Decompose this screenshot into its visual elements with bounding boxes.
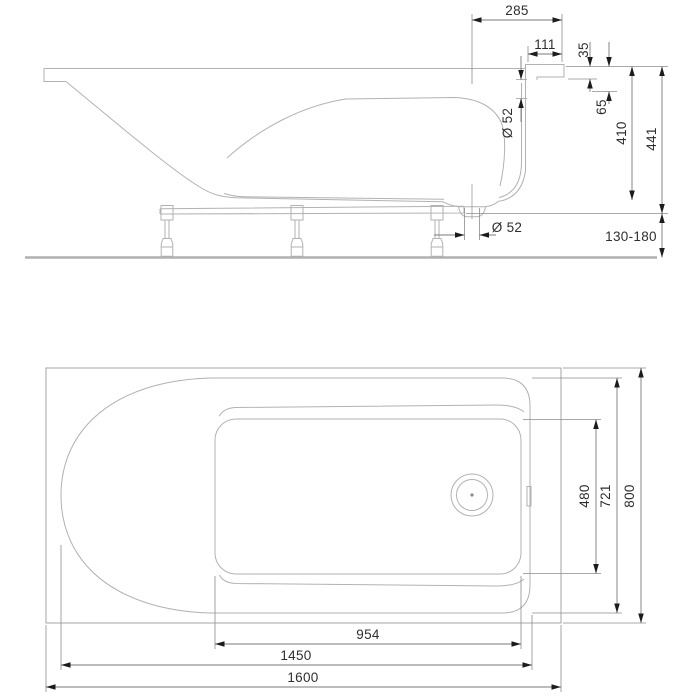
dim-label-285: 285: [505, 3, 529, 18]
dim-label-721: 721: [598, 484, 613, 508]
dim-label-1600: 1600: [287, 670, 319, 685]
leg-bracket: [430, 205, 444, 221]
side-view: [25, 14, 668, 259]
dim-label-111: 111: [534, 37, 556, 52]
leg-shaft: [434, 220, 440, 239]
plan-extension-lines: [45, 367, 646, 692]
side-dimension-lines: [434, 17, 665, 258]
dim-label-drain-diameter: Ø 52: [491, 220, 523, 235]
support-rail: [159, 205, 465, 215]
dim-label-410: 410: [614, 121, 629, 145]
inner-wall-line: [498, 83, 522, 198]
leg-bracket: [290, 205, 304, 221]
interior-rim-edge: [226, 96, 506, 187]
dim-label-feet-range: 130-180: [605, 229, 657, 244]
leg-bracket: [160, 205, 174, 221]
dim-label-overflow-diameter: Ø 52: [500, 107, 515, 139]
leg-shaft: [294, 220, 300, 239]
tub-profile: [43, 64, 565, 219]
drain-inner-circle: [456, 479, 488, 511]
dim-label-480: 480: [577, 484, 592, 508]
dim-label-35: 35: [576, 42, 591, 58]
dim-label-441: 441: [644, 127, 659, 151]
drain: [450, 473, 494, 517]
dim-label-954: 954: [356, 627, 380, 642]
plan-outer-rect: [45, 367, 562, 624]
overflow-mark: [526, 486, 532, 507]
dim-label-800: 800: [622, 484, 637, 508]
plan-view: [45, 367, 646, 692]
dim-label-65: 65: [594, 99, 609, 115]
dim-label-1450: 1450: [280, 648, 312, 663]
support-leg-left: [160, 205, 174, 257]
drain-outer-circle: [450, 473, 494, 517]
left-lip: [43, 68, 66, 82]
plan-dimension-lines: [46, 368, 644, 690]
right-rim-lip: [525, 64, 565, 80]
plan-slope-bottom-line: [219, 574, 525, 587]
plan-floor-outline: [214, 418, 522, 575]
plan-rim-outline: [60, 377, 531, 614]
leg-shaft: [164, 220, 170, 239]
support-frame: [159, 205, 465, 257]
plan-slope-top-line: [219, 404, 525, 417]
side-extension-lines: [464, 14, 668, 240]
shell-outline: [65, 79, 526, 208]
drain-center-dot: [470, 493, 474, 497]
inner-bottom-line: [223, 193, 445, 200]
